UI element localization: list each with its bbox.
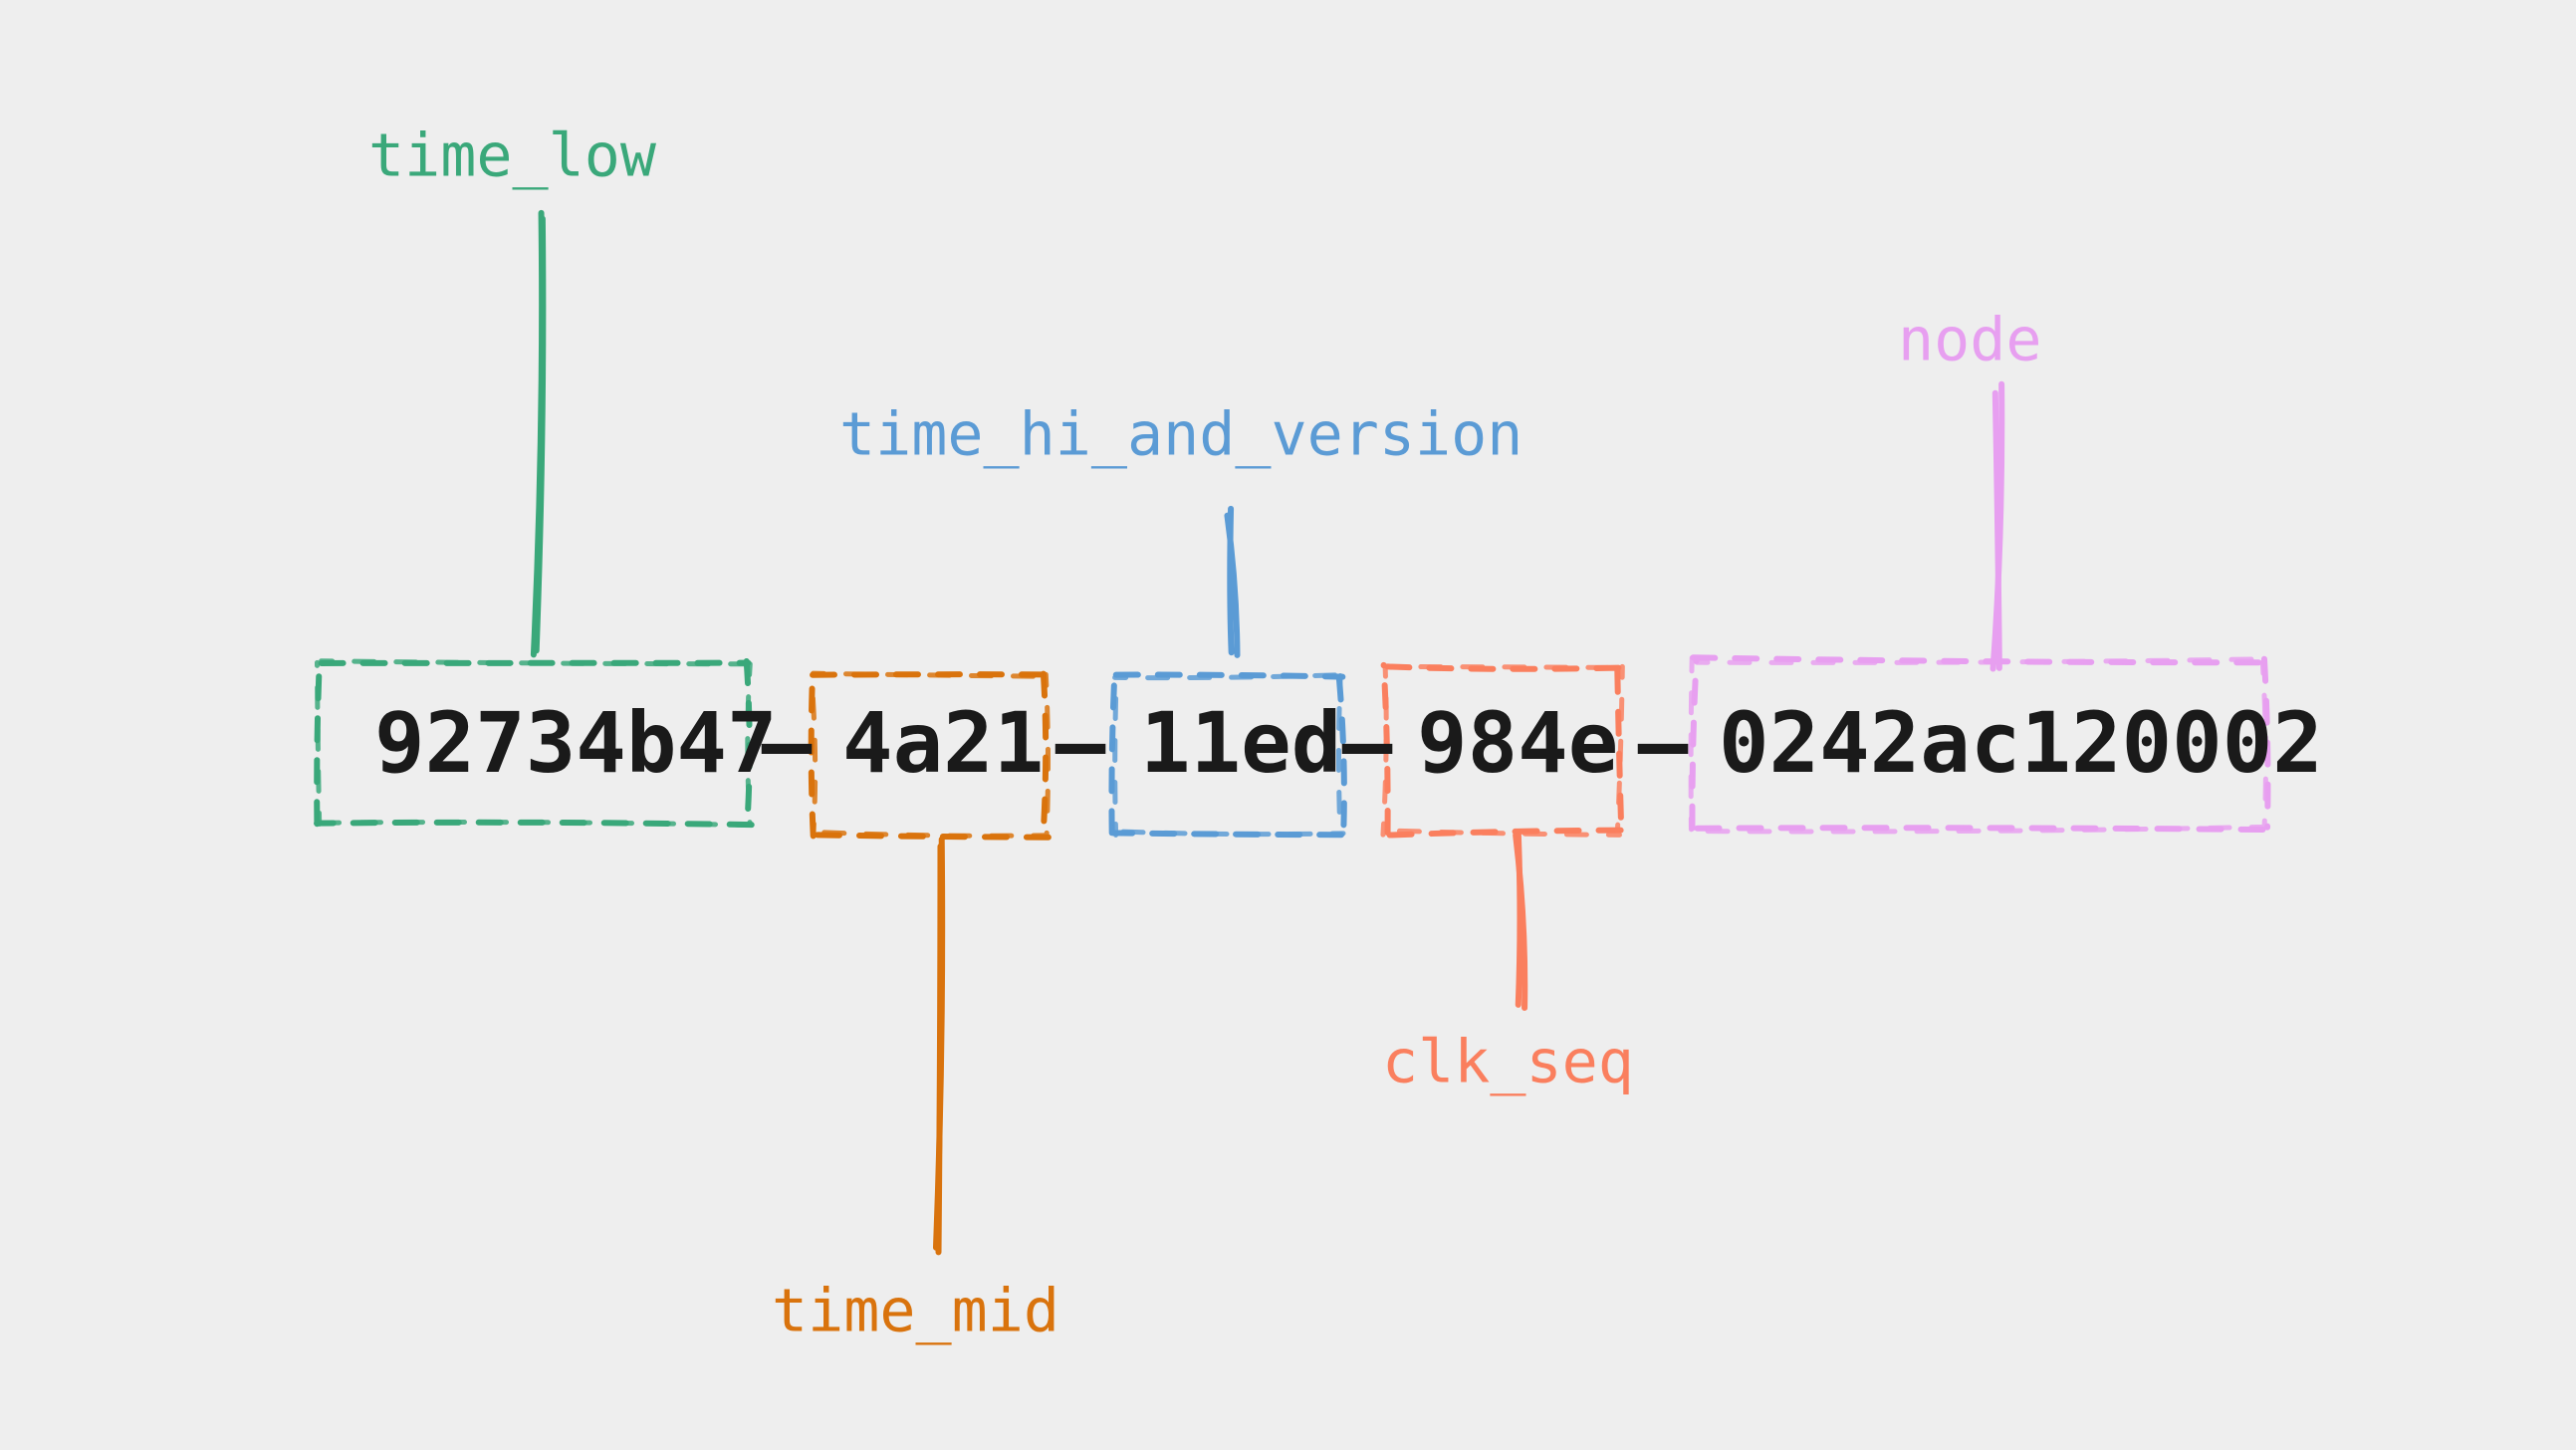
- segment-box-time-low: [314, 655, 755, 829]
- leader-lines-layer: [530, 209, 2005, 1256]
- field-label-node: node: [1898, 306, 2042, 375]
- uuid-segment-value-node: 0242ac120002: [1719, 694, 2323, 792]
- field-label-time-mid: time_mid: [772, 1277, 1059, 1346]
- leader-line-time-hi-and-version: [1224, 505, 1241, 658]
- uuid-separator-sep-1: –: [762, 694, 813, 792]
- field-label-time-hi-and-version: time_hi_and_version: [839, 400, 1522, 470]
- leader-line-time-mid: [932, 836, 946, 1256]
- leader-line-time-low: [530, 209, 547, 658]
- segment-box-node: [1688, 654, 2271, 835]
- segment-boxes-layer: [314, 654, 2271, 841]
- uuid-separator-sep-2: –: [1055, 694, 1106, 792]
- uuid-separator-sep-4: –: [1638, 694, 1689, 792]
- field-label-clk-seq: clk_seq: [1382, 1028, 1634, 1097]
- uuid-separator-sep-3: –: [1342, 694, 1393, 792]
- separators-layer: ––––: [762, 694, 1689, 792]
- field-labels-layer: time_low time_mid time_hi_and_version clk_s…: [368, 121, 2042, 1346]
- segment-box-time-hi-and-version: [1108, 671, 1347, 839]
- uuid-segment-value-time-low: 92734b47: [374, 694, 778, 792]
- segment-box-clk-seq: [1380, 661, 1626, 839]
- leader-line-clk-seq: [1513, 832, 1528, 1012]
- field-label-time-low: time_low: [368, 121, 657, 191]
- segment-box-time-mid: [808, 670, 1052, 841]
- uuid-segment-value-time-mid: 4a21: [842, 694, 1044, 792]
- uuid-segment-value-time-hi-and-version: 11ed: [1140, 694, 1341, 792]
- leader-line-node: [1990, 380, 2005, 672]
- segment-values-layer: 92734b47 4a21 11ed 984e 0242ac120002: [374, 694, 2323, 792]
- uuid-segment-value-clk-seq: 984e: [1417, 694, 1618, 792]
